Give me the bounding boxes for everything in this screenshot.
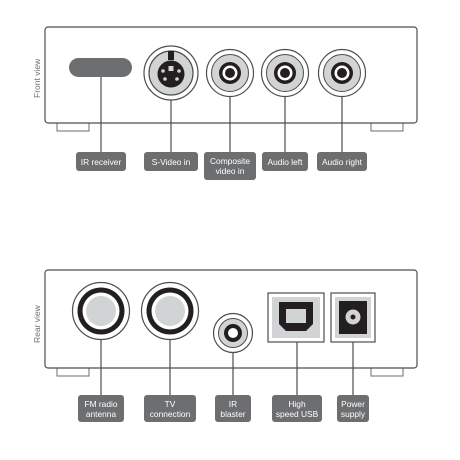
fm-radio-antenna-label: FM radio antenna: [78, 395, 124, 422]
front-view-label: Front view: [32, 58, 42, 98]
audio-left-label: Audio left: [262, 152, 308, 171]
front-leader-lines: [100, 75, 343, 152]
power-supply-port: [330, 292, 376, 343]
tv-connection-label: TV connection: [144, 395, 196, 422]
ir-receiver-window: [69, 58, 132, 77]
tv-connection-port: [140, 281, 200, 341]
composite-video-port: [205, 48, 255, 98]
svideo-in-label: S-Video in: [144, 152, 198, 171]
fm-radio-antenna-port: [71, 281, 131, 341]
ir-blaster-port: [212, 312, 254, 354]
high-speed-usb-label: High speed USB: [272, 395, 322, 422]
rear-view-label: Rear view: [32, 305, 42, 343]
svideo-port: [143, 45, 199, 101]
rear-leader-lines: [100, 340, 354, 395]
composite-video-in-label: Composite video in: [204, 152, 256, 180]
ir-blaster-label: IR blaster: [215, 395, 251, 422]
usb-b-port: [267, 292, 325, 343]
ir-receiver-label: IR receiver: [76, 152, 126, 171]
audio-right-label: Audio right: [317, 152, 367, 171]
audio-right-port: [317, 48, 367, 98]
power-supply-label: Power supply: [337, 395, 369, 422]
audio-left-port: [260, 48, 310, 98]
